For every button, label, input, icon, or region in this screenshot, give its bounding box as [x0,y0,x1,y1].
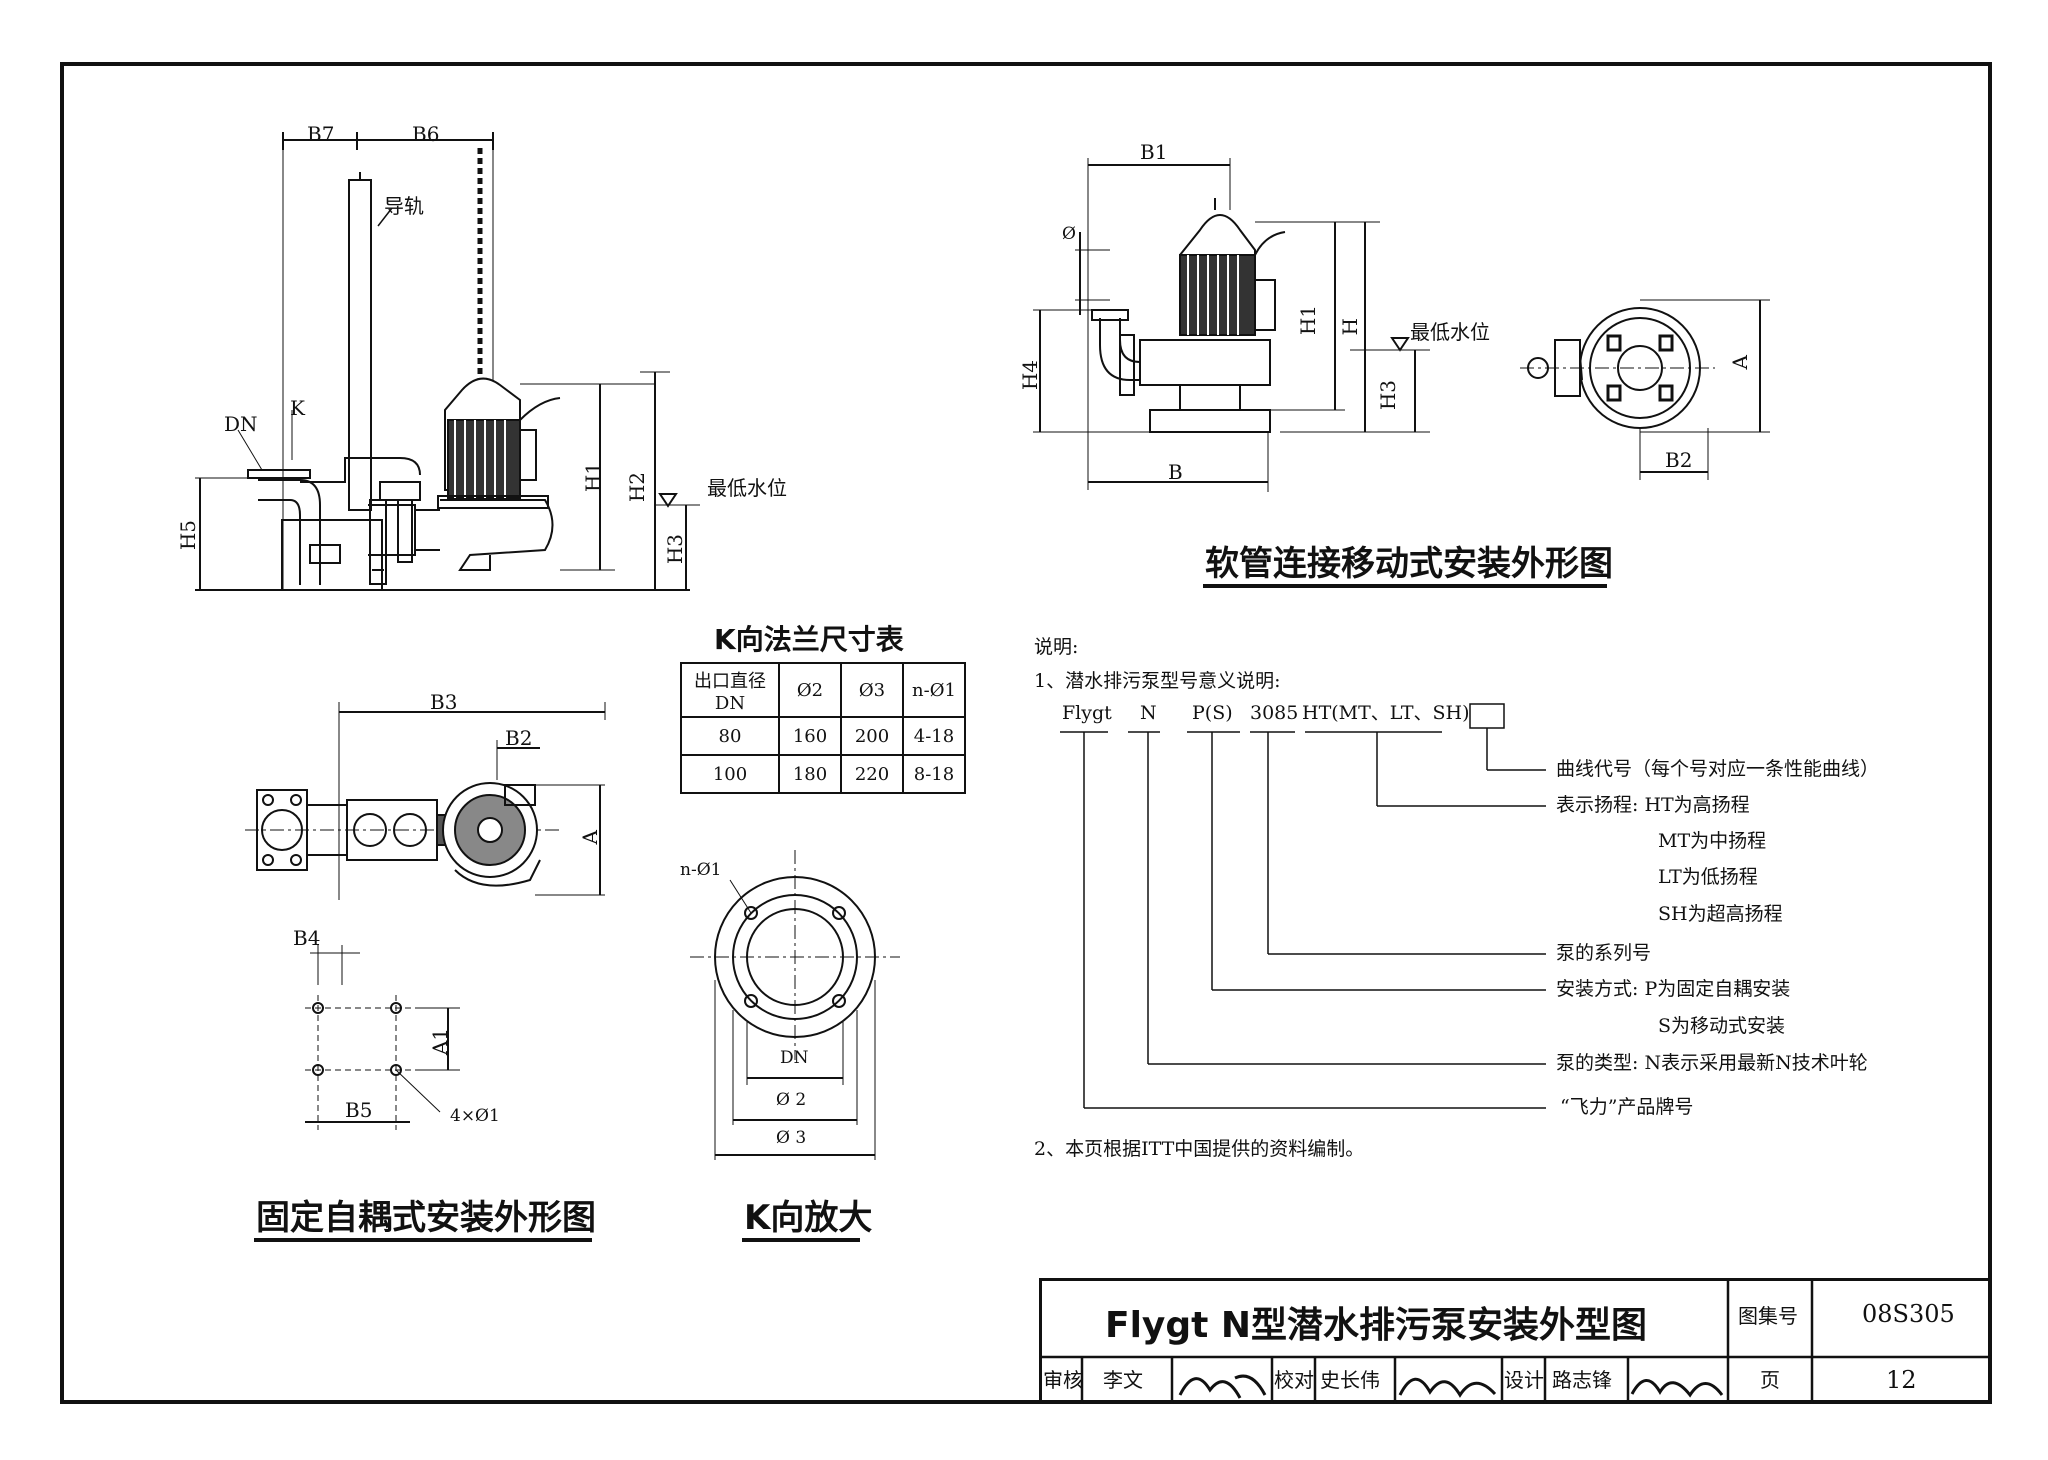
review-label: 审核 [1043,1368,1083,1392]
fixed-install-title: 固定自耦式安装外形图 [256,1198,596,1238]
k-label: K [290,396,305,420]
dim-h1-mobile: H1 [1296,305,1320,336]
drawing-title: Flygt N型潜水排污泵安装外型图 [1105,1305,1648,1346]
notes-item-2: 2、本页根据ITT中国提供的资料编制。 [1034,1138,1365,1160]
dim-h3: H3 [663,534,687,565]
checker-name: 史长伟 [1320,1368,1380,1392]
page-label: 页 [1760,1368,1780,1392]
legend-brand: “飞力”产品牌号 [1560,1096,1694,1118]
title-block [1039,1278,1992,1404]
dn-label: DN [224,412,258,436]
designer-name: 路志锋 [1552,1368,1612,1392]
legend-series: 泵的系列号 [1556,942,1652,964]
dim-b3: B3 [430,690,458,714]
header-phi3: Ø3 [840,662,904,718]
mobile-pump-elevation [1033,158,1430,492]
dim-b1: B1 [1140,140,1168,164]
legend-type: 泵的类型: N表示采用最新N技术叶轮 [1556,1052,1868,1074]
design-label: 设计 [1504,1368,1544,1392]
bolt-holes-label: 4×Ø1 [450,1106,500,1126]
atlas-number: 08S305 [1862,1300,1955,1328]
legend-install: 安装方式: P为固定自耦安装 [1556,978,1791,1000]
fixed-pump-elevation [195,132,700,591]
fixed-title-underline [254,1238,592,1242]
dim-h: H [1338,318,1362,336]
flange-dimension-table: 出口直径 DN Ø2 Ø3 n-Ø1 80 160 200 4-18 100 1… [680,662,966,794]
k-view-flange [690,850,900,1160]
dim-b6: B6 [412,122,440,146]
guide-rail-label: 导轨 [384,194,424,218]
dim-h3-mobile: H3 [1376,380,1400,411]
k-title-underline [742,1238,860,1242]
model-part-install: P(S) [1192,702,1233,724]
legend-lt: LT为低扬程 [1658,866,1758,888]
min-water-level-label-mobile: 最低水位 [1410,320,1490,344]
dim-a1: A1 [428,1028,452,1056]
dim-a-mobile: A [1728,355,1752,370]
dim-b: B [1168,460,1183,484]
dim-h4: H4 [1018,360,1042,391]
k-dn-label: DN [780,1048,809,1068]
dim-b5: B5 [345,1098,373,1122]
reviewer-name: 李文 [1103,1368,1143,1392]
legend-curve-code: 曲线代号（每个号对应一条性能曲线） [1556,758,1880,780]
model-part-brand: Flygt [1062,702,1112,724]
check-label: 校对 [1274,1368,1314,1392]
signatures [1178,1374,1724,1399]
dim-h2: H2 [625,472,649,503]
model-part-series: 3085 [1250,702,1299,724]
legend-mt: MT为中扬程 [1658,830,1767,852]
table-row: 80 160 200 4-18 [680,716,966,756]
table-row: 100 180 220 8-18 [680,754,966,794]
dim-a: A [578,830,602,845]
notes-heading: 说明: [1034,636,1079,658]
mobile-title-underline [1203,584,1607,588]
legend-sh: SH为超高扬程 [1658,903,1783,925]
header-outlet-dn: 出口直径 DN [680,662,780,718]
table-title: K向法兰尺寸表 [714,623,904,656]
page-number: 12 [1886,1366,1917,1394]
dim-h1: H1 [581,462,605,493]
k-n-phi1-label: n-Ø1 [680,860,722,880]
dim-phi: Ø [1062,224,1076,244]
title-block-grid [1039,1278,1992,1404]
header-phi2: Ø2 [778,662,842,718]
mobile-pump-plan [1520,299,1770,480]
k-phi3-label: Ø 3 [776,1128,807,1148]
min-water-level-label: 最低水位 [707,476,787,500]
dim-h5: H5 [176,520,200,551]
dim-b7: B7 [307,122,335,146]
atlas-label: 图集号 [1738,1304,1798,1328]
legend-head: 表示扬程: HT为高扬程 [1556,794,1750,816]
mobile-install-title: 软管连接移动式安装外形图 [1205,544,1613,584]
dim-b4: B4 [293,926,321,950]
model-part-head: HT(MT、LT、SH) [1302,702,1470,724]
k-phi2-label: Ø 2 [776,1090,807,1110]
dim-b2: B2 [505,726,533,750]
dim-b2-mobile: B2 [1665,448,1693,472]
model-part-type: N [1140,702,1157,724]
drawing-frame [60,62,1992,1404]
notes-item-1: 1、潜水排污泵型号意义说明: [1034,670,1281,692]
legend-install-s: S为移动式安装 [1658,1015,1786,1037]
header-n-phi1: n-Ø1 [902,662,966,718]
fixed-pump-plan [245,702,606,1130]
k-view-title: K向放大 [744,1198,873,1238]
model-code-leaders [1060,703,1546,1109]
